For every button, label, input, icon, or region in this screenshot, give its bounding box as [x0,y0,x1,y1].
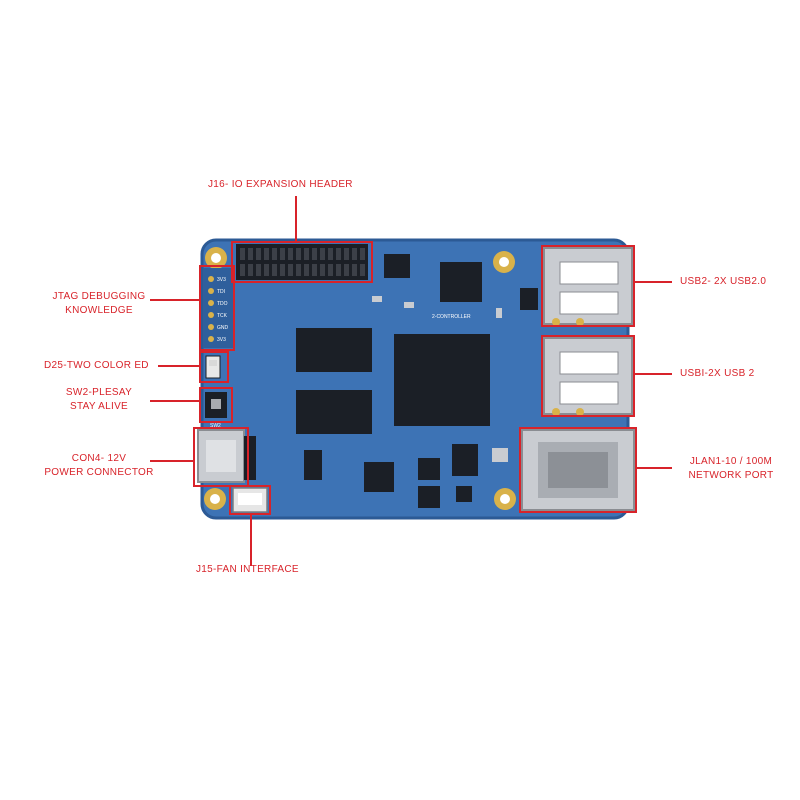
callout-power: CON4- 12V POWER CONNECTOR [44,452,154,480]
callout-led-text: D25-TWO COLOR ED [44,360,149,371]
callout-switch: SW2-PLESAY STAY ALIVE [44,386,154,414]
callout-switch-line1: SW2-PLESAY [65,387,133,398]
main-soc [394,334,490,426]
callout-led: D25-TWO COLOR ED [44,359,149,373]
mounting-holes [204,247,516,510]
jtag-pin-label: 3V3 [217,337,226,343]
jtag-pin-label: TDI [217,289,225,295]
callout-lan-line1: JLAN1-10 / 100M [689,456,773,467]
jtag-pin-label: TCK [217,313,228,319]
controller-chip [440,262,482,302]
passive-components [372,296,508,462]
callout-power-line2: POWER CONNECTOR [44,467,154,478]
callout-usb2-text: USB2- 2X USB2.0 [680,276,767,287]
callout-usb1-text: USBI-2X USB 2 [680,368,755,379]
callout-jtag: JTAG DEBUGGING KNOWLEDGE [44,290,154,318]
leader-lines [150,196,672,566]
usb2-port-upper [543,247,633,326]
sw2-silk: SW2 [210,423,221,429]
ethernet-port [521,429,635,511]
callout-fan: J15-FAN INTERFACE [196,563,299,577]
usb1-port-lower [543,337,633,416]
jtag-pin-label: TDO [217,301,228,307]
ram-chips [296,328,372,434]
controller-silk: 2-CONTROLLER [432,314,471,320]
callout-lan: JLAN1-10 / 100M NETWORK PORT [676,455,786,483]
callout-usb2: USB2- 2X USB2.0 [680,275,766,289]
callout-lan-line2: NETWORK PORT [688,470,774,481]
callout-io-header-text: J16- IO EXPANSION HEADER [208,179,353,190]
jtag-pads [203,268,233,348]
callout-jtag-line2: KNOWLEDGE [65,305,133,316]
jtag-pin-label: GND [217,325,229,331]
callout-io-header: J16- IO EXPANSION HEADER [208,178,353,192]
two-color-led [205,355,221,379]
callout-fan-text: J15-FAN INTERFACE [196,564,299,575]
callout-switch-line2: STAY ALIVE [69,401,129,412]
callout-jtag-line1: JTAG DEBUGGING [52,291,146,302]
small-components [304,254,538,508]
callout-usb1: USBI-2X USB 2 [680,367,754,381]
io-expansion-header [236,244,368,280]
callout-power-line1: CON4- 12V [71,453,127,464]
jtag-pin-label: 3V3 [217,277,226,283]
